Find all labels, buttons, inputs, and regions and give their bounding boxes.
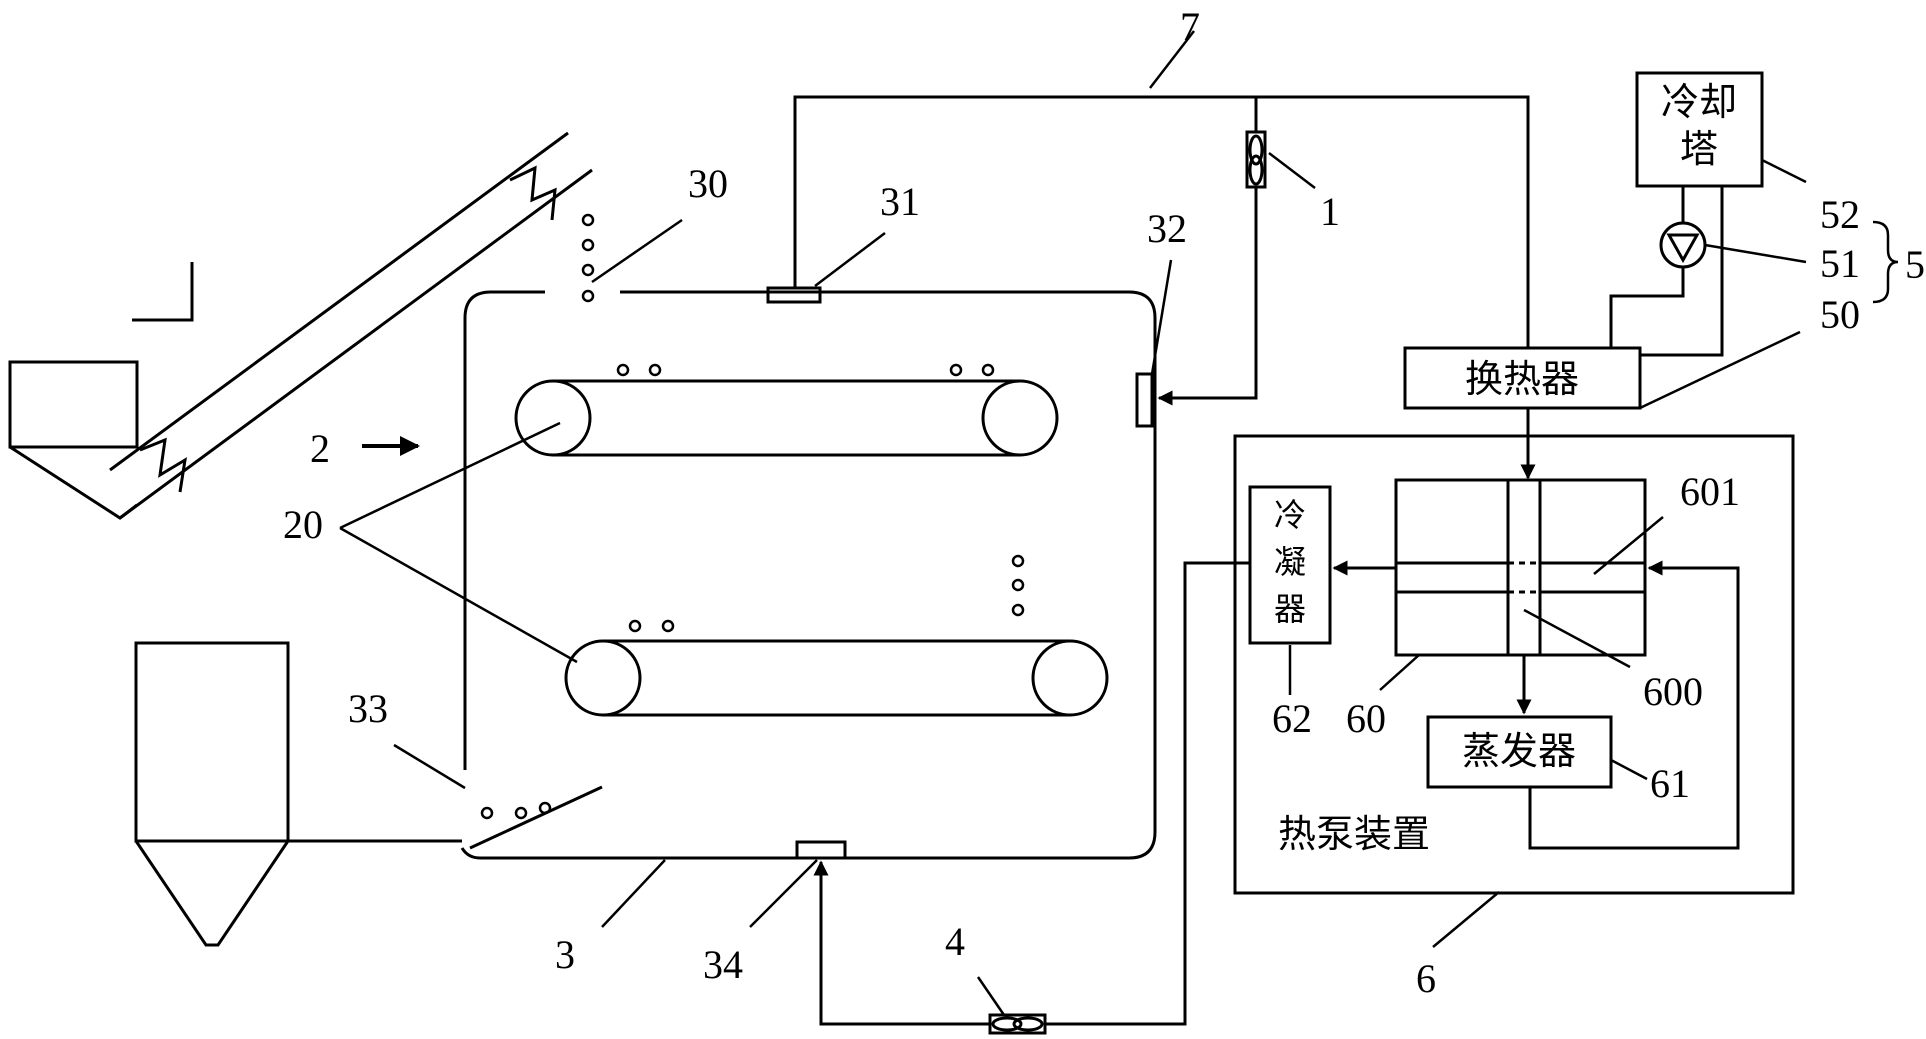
lower-belt-conveyor <box>564 639 1109 717</box>
heat-pump-enclosure <box>1233 434 1795 895</box>
label-30: 30 <box>688 161 728 206</box>
upper-belt-conveyor <box>514 379 1059 457</box>
label-2: 2 <box>310 426 330 471</box>
condenser-label-2: 凝 <box>1274 544 1306 580</box>
label-1: 1 <box>1320 189 1340 234</box>
duct-7 <box>793 95 1536 480</box>
label-4: 4 <box>945 919 965 964</box>
fan-1 <box>1245 130 1267 189</box>
leader-lines <box>339 30 1807 1016</box>
label-50: 50 <box>1820 292 1860 337</box>
inclined-conveyor <box>109 131 593 520</box>
regenerator-60 <box>1394 478 1647 657</box>
heat-exchanger-label: 换热器 <box>1465 359 1579 401</box>
port-32 <box>1135 372 1154 428</box>
label-61: 61 <box>1650 761 1690 806</box>
label-3: 3 <box>555 932 575 977</box>
label-601: 601 <box>1680 469 1740 514</box>
brace-5 <box>1872 220 1899 304</box>
port-31 <box>766 286 822 304</box>
heat-exchanger <box>1403 346 1642 410</box>
cooling-tower <box>1635 71 1764 188</box>
condenser-label-3: 器 <box>1274 591 1306 627</box>
label-62: 62 <box>1272 696 1312 741</box>
product-bin <box>134 641 462 947</box>
condenser-label-1: 冷 <box>1274 497 1306 533</box>
cooling-tower-label-line1: 冷却 <box>1661 82 1737 124</box>
label-52: 52 <box>1820 192 1860 237</box>
evaporator-label: 蒸发器 <box>1462 731 1576 773</box>
label-20: 20 <box>283 502 323 547</box>
heat-pump-device-label: 热泵装置 <box>1278 814 1430 856</box>
label-31: 31 <box>880 179 920 224</box>
material-particles <box>480 213 1025 820</box>
label-51: 51 <box>1820 241 1860 286</box>
label-600: 600 <box>1643 669 1703 714</box>
condenser <box>1248 485 1332 645</box>
label-7: 7 <box>1180 4 1200 49</box>
evaporator <box>1426 715 1613 789</box>
port-34 <box>795 840 847 860</box>
feed-hopper <box>8 360 139 520</box>
label-34: 34 <box>703 942 743 987</box>
label-32: 32 <box>1147 206 1187 251</box>
label-5: 5 <box>1905 242 1925 287</box>
fan-4 <box>988 1013 1047 1035</box>
discharge-chute <box>469 785 603 850</box>
heat-pump-flow <box>1332 560 1740 850</box>
cooling-pipes <box>1609 186 1724 357</box>
label-6: 6 <box>1416 956 1436 1001</box>
return-duct <box>813 561 1250 1026</box>
pump-51 <box>1659 221 1707 269</box>
cooling-tower-label-line2: 塔 <box>1680 129 1718 171</box>
label-33: 33 <box>348 686 388 731</box>
dryer-housing <box>460 290 1157 860</box>
label-60: 60 <box>1346 696 1386 741</box>
